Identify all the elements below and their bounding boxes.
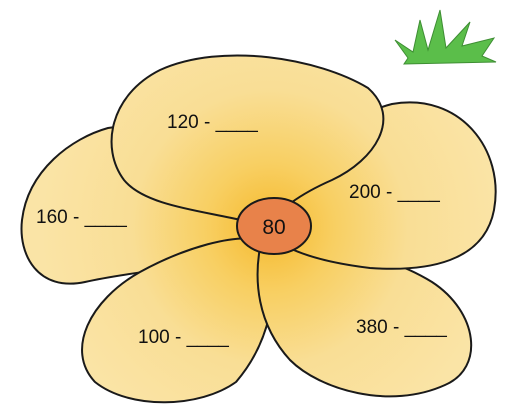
flower-center [236,197,312,255]
problem-bottom-left: 100 - ____ [138,327,229,348]
problem-top: 120 - ____ [167,112,258,133]
problem-left: 160 - ____ [36,207,127,228]
petal-bottom-left [81,237,275,404]
problem-right: 200 - ____ [349,182,440,203]
petal-top [110,54,385,230]
center-number: 80 [262,216,285,239]
grass-icon [394,9,497,65]
problem-bottom-right: 380 - ____ [356,317,447,338]
flower-petals [20,54,497,404]
